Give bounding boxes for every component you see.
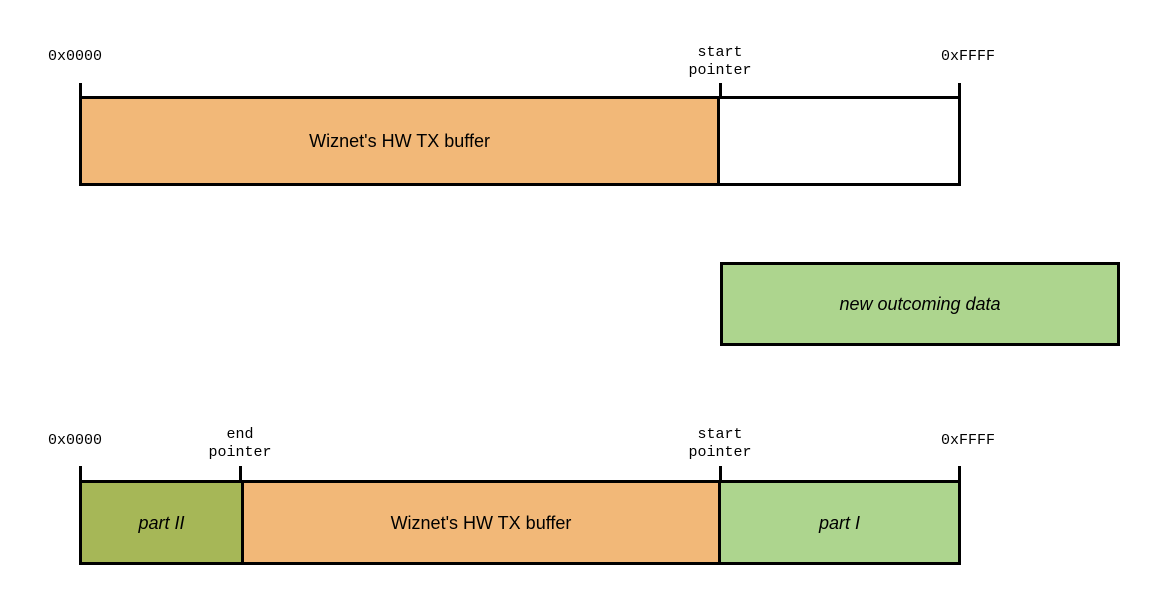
bottom-tick-end-pointer [239, 466, 242, 483]
tx-buffer-after-bar: part II Wiznet's HW TX buffer part I [79, 480, 961, 565]
segment-hw-tx-buffer-filled: Wiznet's HW TX buffer [82, 99, 718, 183]
top-tick-0xFFFF [958, 83, 961, 99]
segment-part-two: part II [82, 483, 241, 562]
new-outcoming-data-label: new outcoming data [839, 294, 1001, 314]
segment-hw-tx-buffer-free [717, 99, 958, 183]
segment-label: part II [138, 512, 185, 533]
top-address-start-label: 0x0000 [48, 48, 103, 65]
bottom-end-pointer-label: end pointer [208, 426, 272, 461]
bottom-tick-0x0000 [79, 466, 82, 483]
bottom-address-start-label: 0x0000 [48, 432, 103, 449]
bottom-start-pointer-label: start pointer [688, 426, 752, 461]
bottom-address-end-label: 0xFFFF [940, 432, 995, 449]
segment-part-one: part I [717, 483, 958, 562]
top-address-end-label: 0xFFFF [940, 48, 995, 65]
bottom-tick-0xFFFF [958, 466, 961, 483]
segment-label: Wiznet's HW TX buffer [390, 512, 572, 533]
top-start-pointer-label: start pointer [688, 44, 752, 79]
top-tick-start-pointer [719, 83, 722, 99]
segment-label: part I [818, 512, 860, 533]
segment-hw-tx-buffer: Wiznet's HW TX buffer [240, 483, 718, 562]
segment-label: Wiznet's HW TX buffer [309, 131, 490, 151]
new-outcoming-data-block: new outcoming data [720, 262, 1120, 346]
bottom-tick-start-pointer [719, 466, 722, 483]
tx-buffer-before-bar: Wiznet's HW TX buffer [79, 96, 961, 186]
top-tick-0x0000 [79, 83, 82, 99]
